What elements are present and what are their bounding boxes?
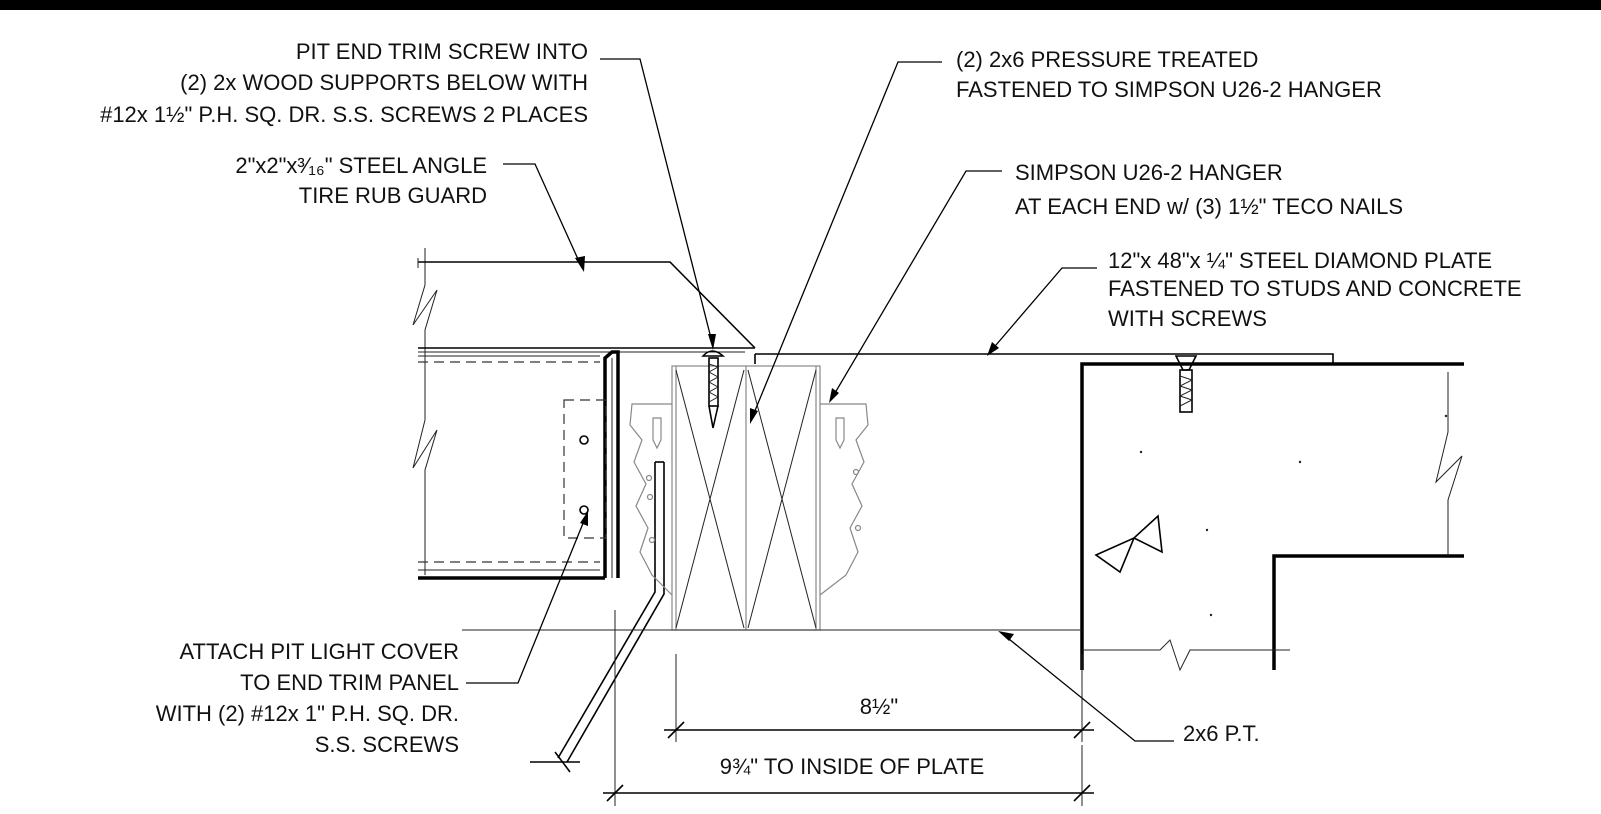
note-steel-angle: 2"x2"x³⁄₁₆" STEEL ANGLE TIRE RUB GUARD [235,153,487,208]
note-plate-line3: WITH SCREWS [1108,306,1267,331]
note-light-line2: TO END TRIM PANEL [240,670,459,695]
wood-supports-2x6 [671,365,821,631]
steel-angle-rub-guard [417,258,756,349]
note-light-line1: ATTACH PIT LIGHT COVER [179,639,459,664]
note-light-line3: WITH (2) #12x 1" P.H. SQ. DR. [156,701,459,726]
note-light-line4: S.S. SCREWS [315,732,459,757]
dimension-9-75 [603,610,1094,806]
dimension-8-5 [664,654,1094,742]
note-angle-line1: 2"x2"x³⁄₁₆" STEEL ANGLE [235,153,487,178]
trim-screw [701,350,726,429]
leaders [466,58,1174,742]
screw-hole-lower [579,505,589,515]
concrete-slab [1080,362,1464,672]
simpson-hanger-right [819,403,869,596]
dimension-9-75-text: 9¾" TO INSIDE OF PLATE [720,754,985,779]
note-plate-line1: 12"x 48"x ¼" STEEL DIAMOND PLATE [1108,248,1492,273]
simpson-hanger-left [629,403,673,596]
note-wood-label: 2x6 P.T. [1183,721,1260,746]
plate-screw [1174,355,1198,413]
left-end-trim-panel [412,248,755,580]
note-pt-line1: (2) 2x6 PRESSURE TREATED [956,47,1258,72]
note-diamond-plate: 12"x 48"x ¼" STEEL DIAMOND PLATE FASTENE… [1108,248,1522,331]
note-hanger-line2: AT EACH END w/ (3) 1½" TECO NAILS [1015,194,1403,219]
note-screw-line3: #12x 1½" P.H. SQ. DR. S.S. SCREWS 2 PLAC… [100,102,588,127]
top-border-bar [0,0,1601,10]
screw-hole-upper [579,435,589,445]
note-pit-light-cover: ATTACH PIT LIGHT COVER TO END TRIM PANEL… [156,639,459,757]
note-screw-line1: PIT END TRIM SCREW INTO [296,39,588,64]
note-pressure-treated: (2) 2x6 PRESSURE TREATED FASTENED TO SIM… [956,47,1382,102]
note-angle-line2: TIRE RUB GUARD [299,183,487,208]
note-simpson-hanger: SIMPSON U26-2 HANGER AT EACH END w/ (3) … [1015,160,1403,219]
note-pt-line2: FASTENED TO SIMPSON U26-2 HANGER [956,77,1382,102]
note-trim-screw: PIT END TRIM SCREW INTO (2) 2x WOOD SUPP… [100,39,588,127]
note-plate-line2: FASTENED TO STUDS AND CONCRETE [1108,276,1522,301]
dimension-8-5-text: 8½" [860,694,898,719]
note-hanger-line1: SIMPSON U26-2 HANGER [1015,160,1283,185]
pit-light-cover [530,461,665,773]
note-screw-line2: (2) 2x WOOD SUPPORTS BELOW WITH [180,70,588,95]
